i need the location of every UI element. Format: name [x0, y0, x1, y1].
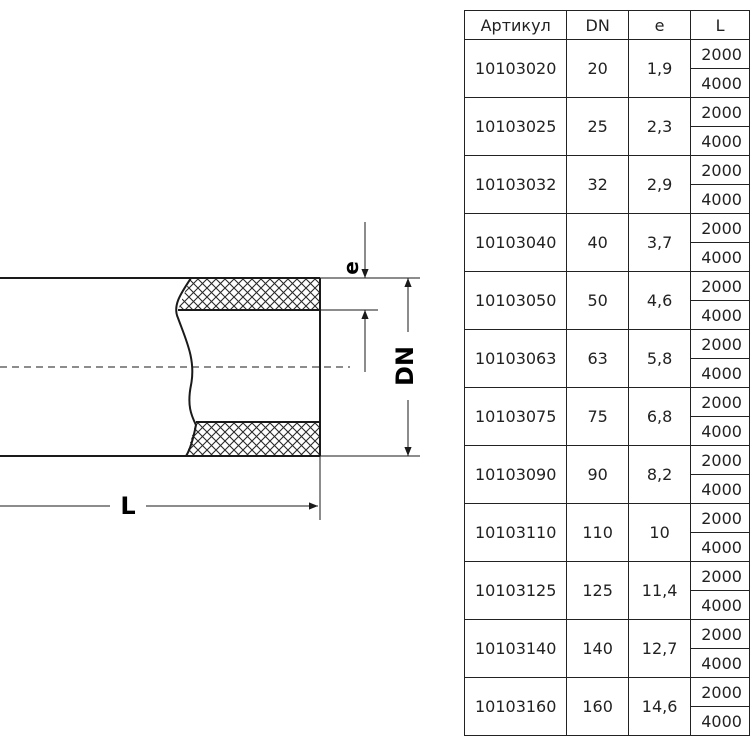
table-row: 4000 — [465, 358, 750, 388]
length-dimension — [0, 456, 321, 520]
cell-article: 10103125 — [463, 561, 568, 620]
cell-article: 10103140 — [463, 619, 568, 678]
table-row: 4000 — [465, 242, 750, 272]
cell-article: 10103090 — [463, 445, 568, 504]
cell-article: 10103075 — [463, 387, 568, 446]
cell-length: 2000 — [690, 97, 750, 127]
pipe-drawing: e DN L — [0, 222, 420, 520]
cell-article: 10103160 — [463, 677, 568, 736]
cell-length: 4000 — [690, 184, 750, 214]
cell-length: 2000 — [690, 619, 750, 649]
cell-length: 4000 — [690, 590, 750, 620]
table-row: 4000 — [465, 300, 750, 330]
cell-dn: 40 — [566, 213, 629, 272]
cell-length: 4000 — [690, 126, 750, 156]
cell-length: 2000 — [690, 155, 750, 185]
thickness-dimension — [320, 222, 378, 372]
header-article: Артикул — [463, 10, 568, 40]
cell-length: 4000 — [690, 474, 750, 504]
cell-length: 2000 — [690, 503, 750, 533]
pipe-wall-section-top — [178, 278, 320, 310]
cell-length: 4000 — [690, 532, 750, 562]
table-row: 4000 — [465, 416, 750, 446]
cell-e: 14,6 — [627, 677, 692, 736]
table-header-row: Артикул DN e L — [463, 10, 750, 40]
cell-dn: 110 — [566, 503, 629, 562]
cell-e: 3,7 — [627, 213, 692, 272]
cell-e: 12,7 — [627, 619, 692, 678]
cell-length: 4000 — [690, 416, 750, 446]
label-l: L — [120, 492, 135, 520]
cell-length: 2000 — [690, 39, 750, 69]
label-e: e — [339, 261, 363, 275]
cell-e: 6,8 — [627, 387, 692, 446]
cell-length: 2000 — [690, 271, 750, 301]
cell-e: 4,6 — [627, 271, 692, 330]
cell-length: 2000 — [690, 445, 750, 475]
cell-length: 2000 — [690, 329, 750, 359]
pipe-wall-section-bottom — [186, 422, 320, 456]
cell-article: 10103063 — [463, 329, 568, 388]
cell-dn: 90 — [566, 445, 629, 504]
cell-dn: 20 — [566, 39, 629, 98]
table-row: 4000 — [465, 648, 750, 678]
cell-length: 4000 — [690, 300, 750, 330]
cell-length: 4000 — [690, 242, 750, 272]
cell-dn: 50 — [566, 271, 629, 330]
cell-dn: 25 — [566, 97, 629, 156]
cell-article: 10103025 — [463, 97, 568, 156]
pipe-outline — [0, 277, 321, 457]
cell-dn: 140 — [566, 619, 629, 678]
header-e: e — [627, 10, 692, 40]
cell-dn: 32 — [566, 155, 629, 214]
diameter-dimension — [320, 277, 420, 457]
cell-e: 5,8 — [627, 329, 692, 388]
cell-article: 10103110 — [463, 503, 568, 562]
cell-length: 2000 — [690, 387, 750, 417]
cell-e: 8,2 — [627, 445, 692, 504]
cell-article: 10103020 — [463, 39, 568, 98]
label-dn: DN — [391, 346, 419, 386]
table-row: 4000 — [465, 532, 750, 562]
cell-e: 2,9 — [627, 155, 692, 214]
cell-article: 10103040 — [463, 213, 568, 272]
cell-length: 4000 — [690, 648, 750, 678]
header-dn: DN — [566, 10, 629, 40]
cell-dn: 75 — [566, 387, 629, 446]
cell-dn: 160 — [566, 677, 629, 736]
cell-e: 2,3 — [627, 97, 692, 156]
cell-e: 10 — [627, 503, 692, 562]
cell-e: 1,9 — [627, 39, 692, 98]
cell-length: 2000 — [690, 561, 750, 591]
cell-article: 10103050 — [463, 271, 568, 330]
table-row: 4000 — [465, 68, 750, 98]
cell-length: 4000 — [690, 706, 750, 736]
cell-e: 11,4 — [627, 561, 692, 620]
table-row: 4000 — [465, 706, 750, 736]
cell-length: 2000 — [690, 677, 750, 707]
cell-article: 10103032 — [463, 155, 568, 214]
cell-length: 2000 — [690, 213, 750, 243]
cell-length: 4000 — [690, 358, 750, 388]
header-l: L — [690, 10, 750, 40]
cell-length: 4000 — [690, 68, 750, 98]
cell-dn: 125 — [566, 561, 629, 620]
cell-dn: 63 — [566, 329, 629, 388]
